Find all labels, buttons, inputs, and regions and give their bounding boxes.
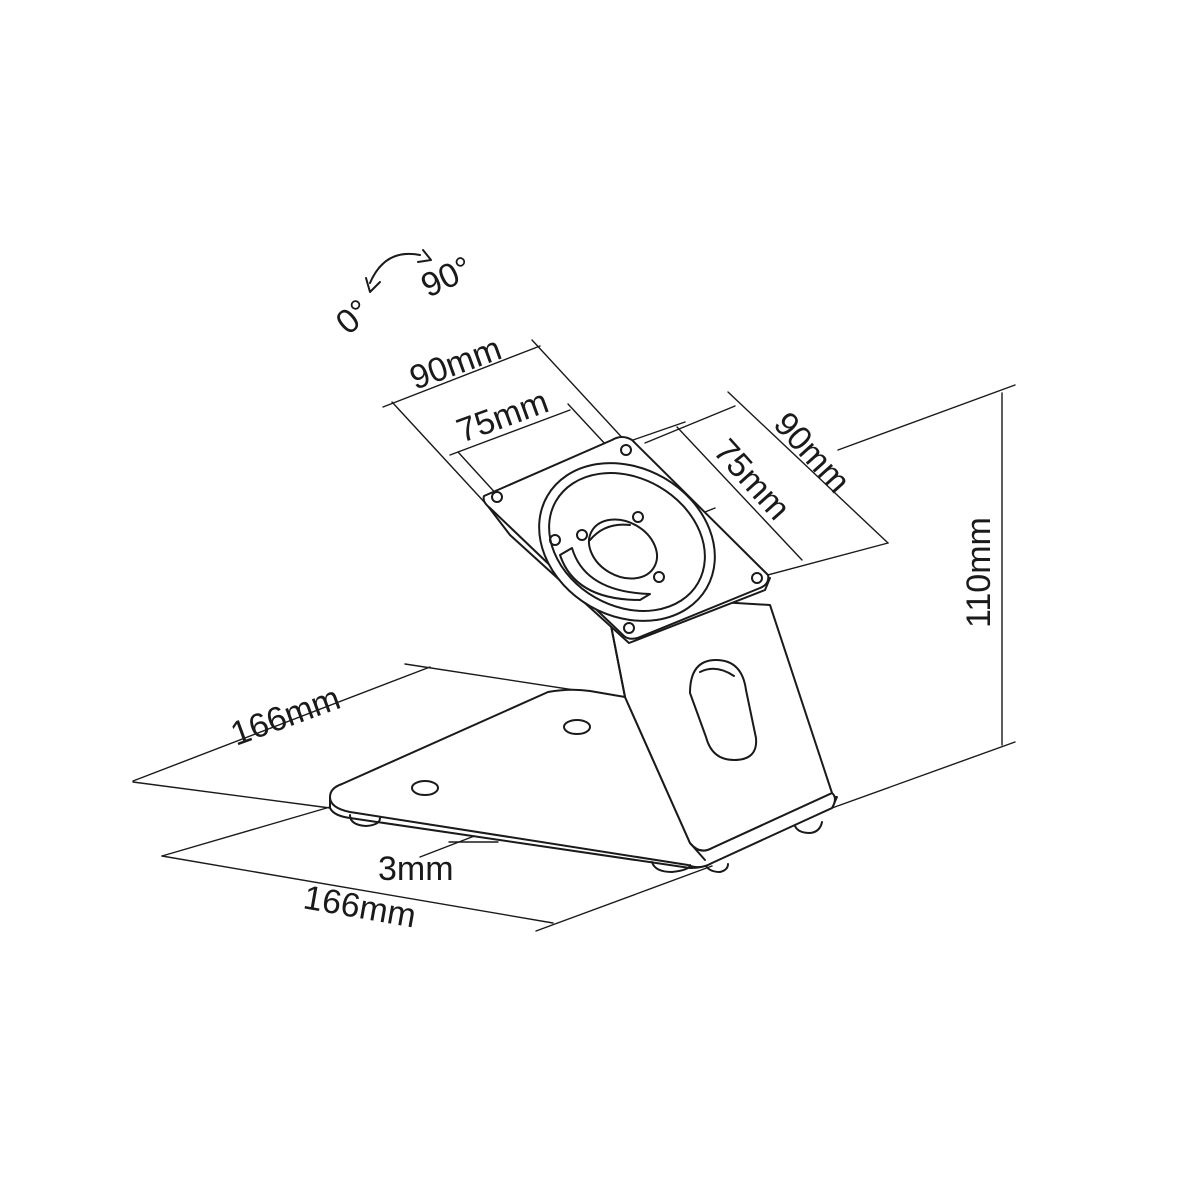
disc-screw-left	[576, 529, 588, 541]
foot-back-right	[794, 821, 823, 834]
label-rotation-start: 0°	[329, 292, 378, 342]
disc-screw-right	[653, 571, 665, 583]
plate-hole-left	[491, 491, 503, 503]
base-hole-back	[563, 719, 591, 735]
rotation-disc-inner	[548, 472, 706, 612]
cable-slot	[689, 659, 758, 761]
label-total-height: 110mm	[960, 517, 998, 628]
rotation-slot	[559, 547, 651, 601]
upright-arm	[604, 594, 833, 861]
plate-hole-top	[620, 444, 632, 456]
plate-hole-right	[751, 572, 763, 584]
rotation-arrowhead-start	[365, 277, 381, 293]
label-plate-width-outer: 90mm	[405, 329, 507, 397]
foot-front-right-2	[705, 863, 729, 873]
mounting-plate	[482, 436, 771, 644]
label-plate-width-vesa: 75mm	[452, 382, 554, 450]
base-hole-front	[411, 780, 439, 796]
disc-screw-top	[632, 511, 644, 523]
disc-screw-slot	[549, 534, 561, 546]
rotation-arrowhead-end	[417, 249, 432, 263]
rotation-arrow-arc	[369, 252, 421, 284]
label-base-thickness: 3mm	[378, 850, 454, 888]
foot-front-left	[349, 814, 381, 827]
plate-hole-bottom	[623, 622, 635, 634]
label-base-depth: 166mm	[226, 679, 346, 753]
rotation-indicator	[365, 249, 432, 293]
center-hole	[588, 518, 658, 580]
foot-front-right	[651, 861, 691, 873]
label-rotation-end: 90°	[415, 249, 478, 305]
dimension-lines	[132, 339, 1016, 932]
